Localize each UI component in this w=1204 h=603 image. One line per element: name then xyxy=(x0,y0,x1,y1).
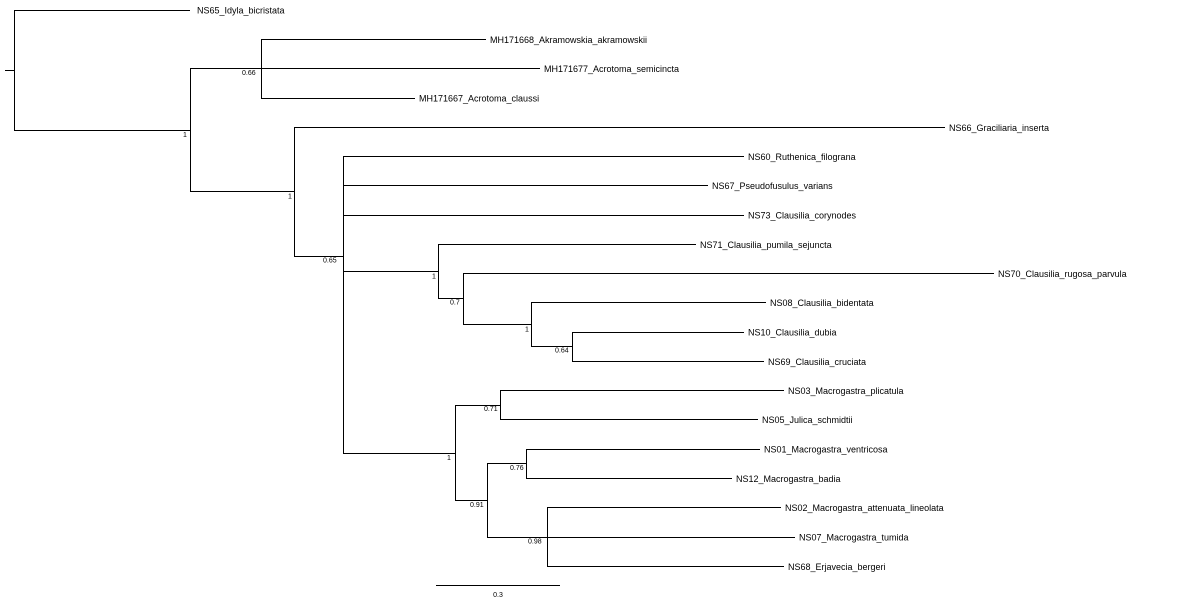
taxon-label: NS08_Clausilia_bidentata xyxy=(770,298,874,308)
taxon-label: NS03_Macrogastra_plicatula xyxy=(788,386,904,396)
support-value: 0.76 xyxy=(510,465,524,472)
support-value: 1 xyxy=(525,327,529,334)
taxon-label: NS69_Clausilia_cruciata xyxy=(768,357,866,367)
support-value: 0.65 xyxy=(323,258,337,265)
taxon-label: NS68_Erjavecia_bergeri xyxy=(788,562,886,572)
taxon-label: NS67_Pseudofusulus_varians xyxy=(712,181,833,191)
taxon-label: NS66_Graciliaria_inserta xyxy=(949,123,1049,133)
taxon-label: MH171668_Akramowskia_akramowskii xyxy=(490,35,647,45)
support-value: 0.91 xyxy=(470,502,484,509)
taxon-labels: NS65_Idyla_bicristata MH171668_Akramowsk… xyxy=(197,6,1127,573)
support-value: 1 xyxy=(288,194,292,201)
support-value: 0.64 xyxy=(555,348,569,355)
taxon-label: NS02_Macrogastra_attenuata_lineolata xyxy=(785,503,944,513)
taxon-label: NS60_Ruthenica_filograna xyxy=(748,152,856,162)
taxon-label: NS71_Clausilia_pumila_sejuncta xyxy=(700,240,832,250)
taxon-label: NS73_Clausilia_corynodes xyxy=(748,211,857,221)
support-value: 1 xyxy=(447,455,451,462)
scale-bar-label: 0.3 xyxy=(493,592,503,599)
taxon-label: MH171677_Acrotoma_semicincta xyxy=(544,64,679,74)
taxon-label: MH171667_Acrotoma_claussi xyxy=(419,94,539,104)
scale-bar: 0.3 xyxy=(436,585,560,599)
taxon-label: NS70_Clausilia_rugosa_parvula xyxy=(998,269,1127,279)
support-value: 0.71 xyxy=(484,406,498,413)
taxon-label: NS12_Macrogastra_badia xyxy=(736,474,841,484)
tree-branches xyxy=(5,10,994,567)
support-value: 1 xyxy=(183,132,187,139)
taxon-label: NS65_Idyla_bicristata xyxy=(197,6,285,16)
support-value: 0.66 xyxy=(242,70,256,77)
taxon-label: NS07_Macrogastra_tumida xyxy=(799,533,909,543)
support-value: 1 xyxy=(432,274,436,281)
support-value: 0.98 xyxy=(528,539,542,546)
taxon-label: NS01_Macrogastra_ventricosa xyxy=(764,445,888,455)
taxon-label: NS05_Julica_schmidtii xyxy=(762,415,853,425)
taxon-label: NS10_Clausilia_dubia xyxy=(748,328,837,338)
support-values: 1 0.66 1 0.65 1 0.7 1 0.64 1 0.71 0.91 0… xyxy=(183,70,569,546)
support-value: 0.7 xyxy=(450,300,460,307)
